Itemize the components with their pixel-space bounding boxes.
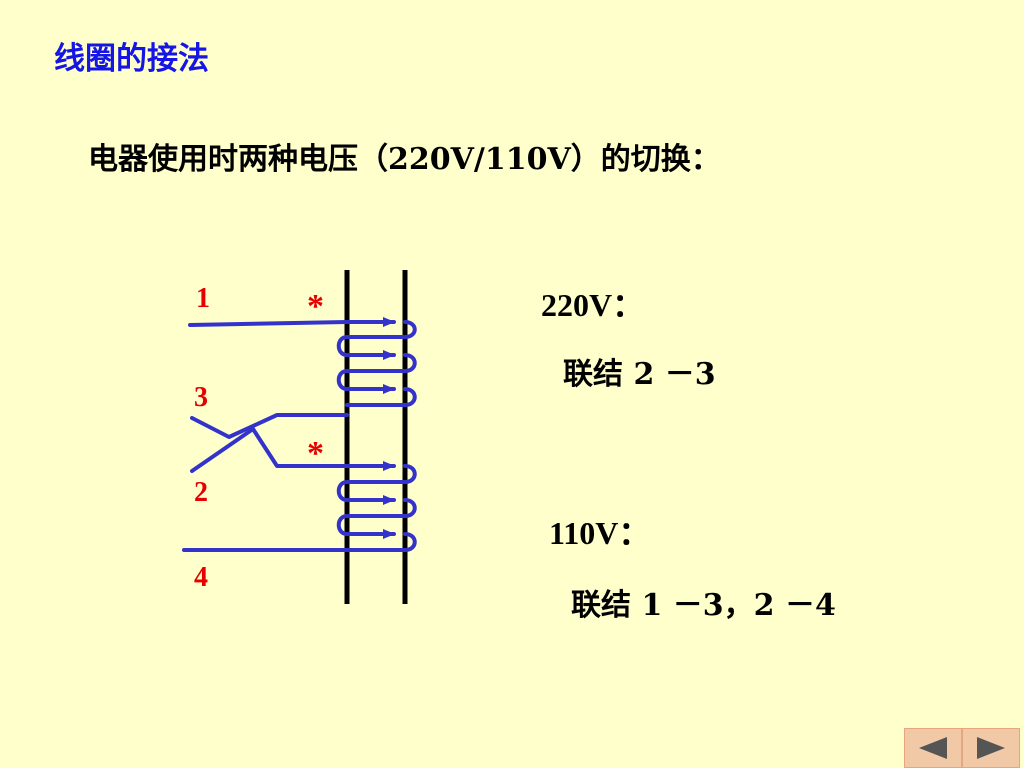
terminal-2-label: 2 (194, 477, 208, 508)
terminal-3-label: 3 (194, 382, 208, 413)
next-slide-button[interactable] (962, 728, 1020, 768)
polarity-mark-upper: * (307, 288, 324, 325)
terminal-4-label: 4 (194, 562, 208, 593)
connection-110-text: 联结 1 －3，2 －4 (571, 588, 836, 623)
polarity-mark-lower: * (307, 435, 324, 472)
connection-220-text: 联结 2 －3 (563, 357, 716, 392)
voltage-220-label: 220V： (541, 287, 645, 323)
slide-subtitle: 电器使用时两种电压（220V/110V）的切换： (88, 142, 721, 177)
voltage-110-label: 110V： (549, 515, 651, 551)
terminal-1-label: 1 (196, 283, 210, 314)
slide-title: 线圈的接法 (54, 41, 209, 77)
triangle-left-icon (919, 737, 947, 759)
previous-slide-button[interactable] (904, 728, 962, 768)
triangle-right-icon (977, 737, 1005, 759)
lower-winding (182, 427, 417, 552)
upper-winding (188, 317, 417, 439)
